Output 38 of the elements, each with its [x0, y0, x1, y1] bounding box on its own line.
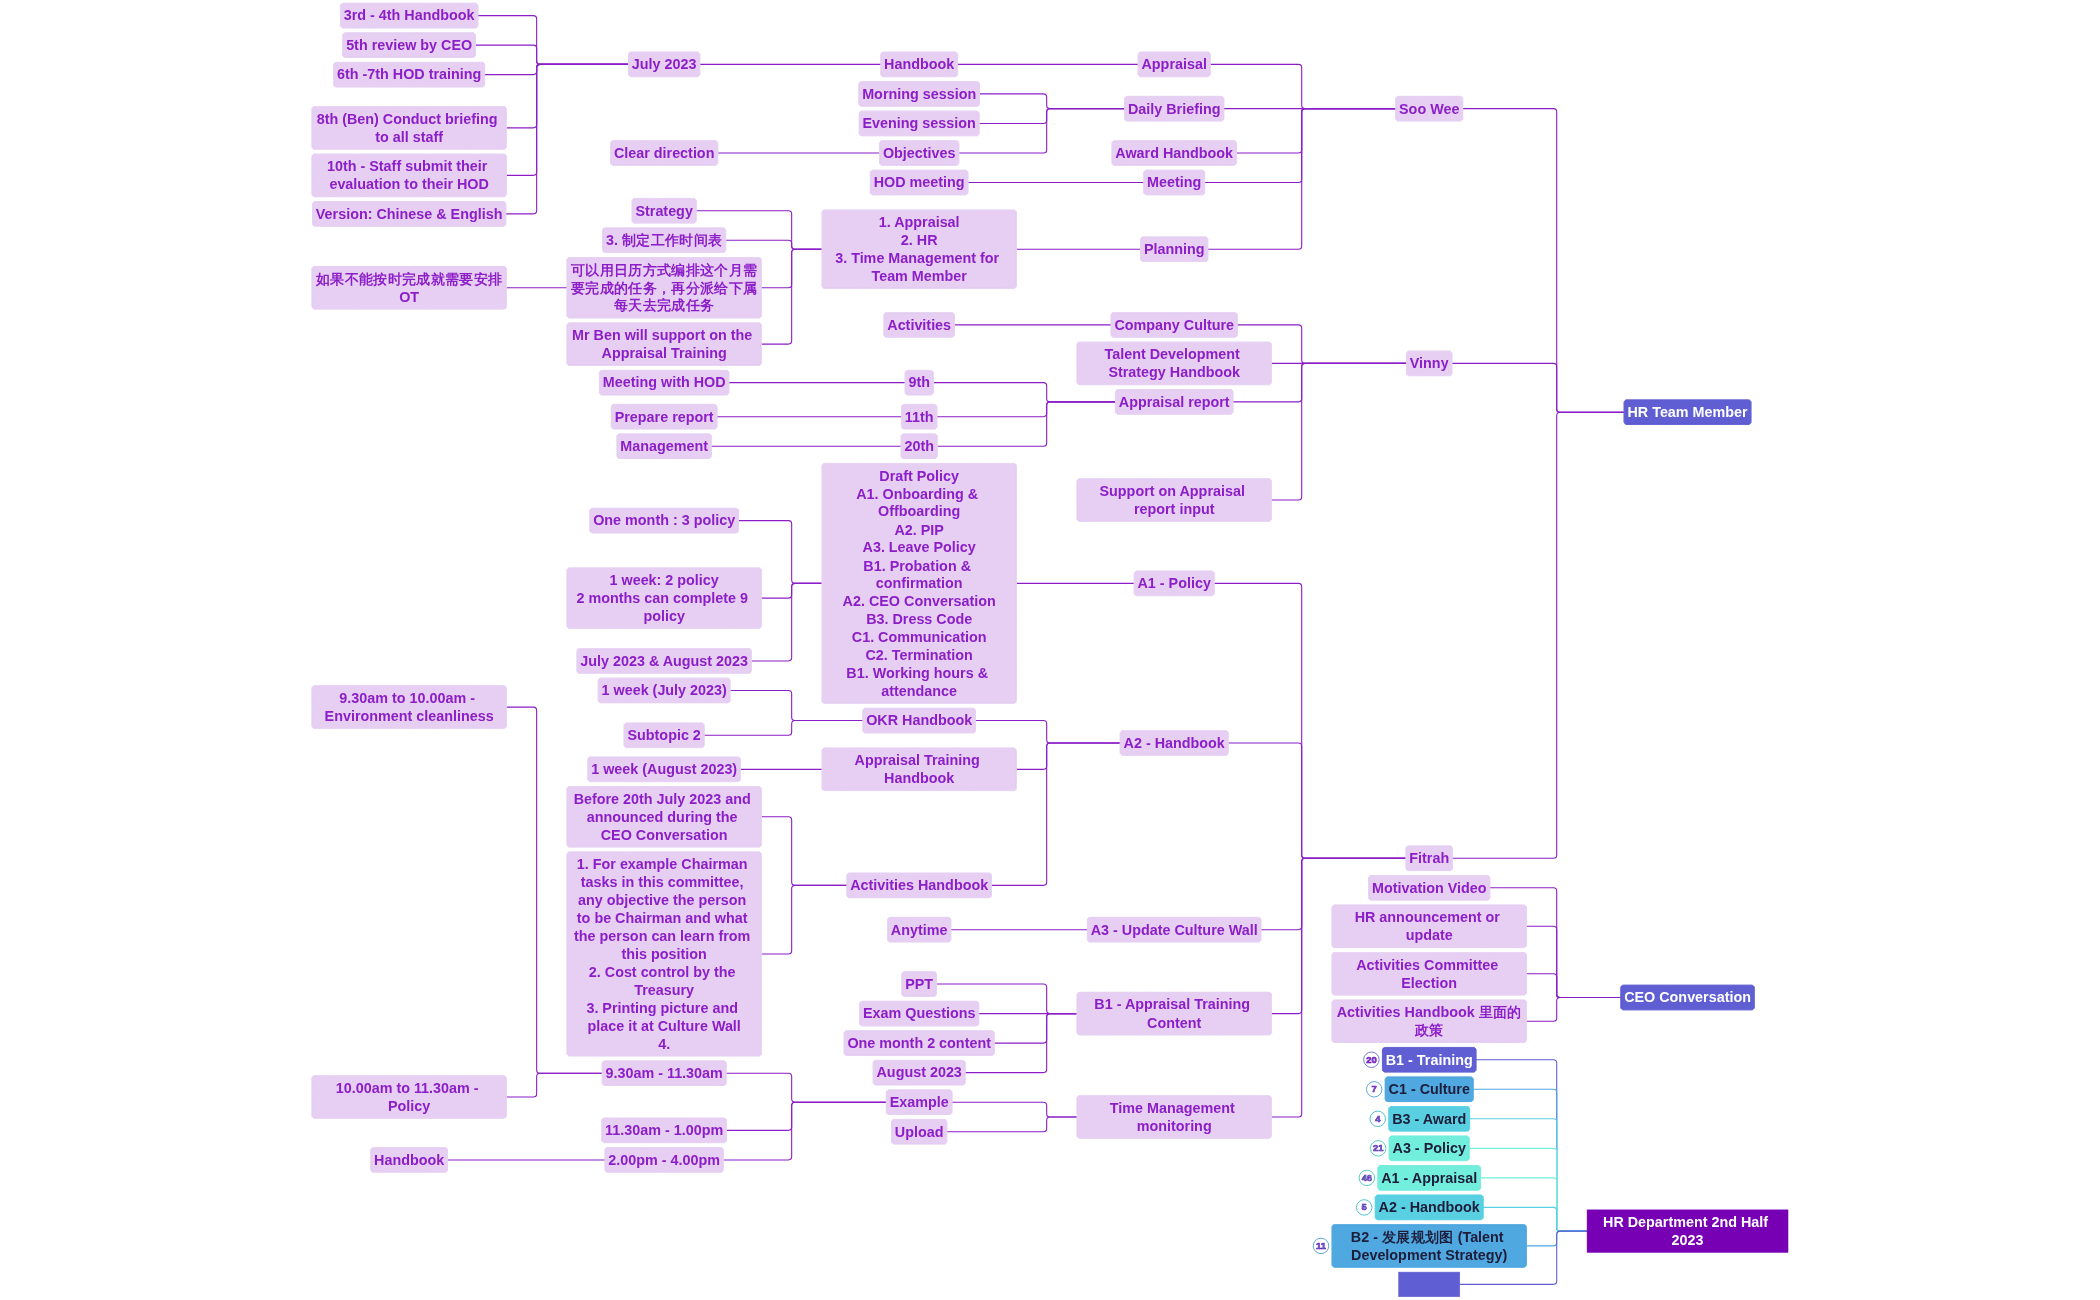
connector — [750, 582, 823, 662]
count-badge: 7 — [1366, 1081, 1383, 1098]
connector — [950, 929, 1088, 931]
connector — [953, 324, 1112, 326]
connector — [1451, 411, 1625, 859]
connector — [1015, 248, 1142, 250]
connector — [1525, 996, 1622, 1022]
connector — [958, 108, 1126, 154]
connector — [936, 401, 1116, 447]
connector — [946, 1116, 1078, 1133]
count-badge: 21 — [1370, 1140, 1387, 1157]
count-badge: 20 — [1363, 1051, 1380, 1068]
connector — [760, 248, 823, 345]
connector — [505, 63, 630, 215]
node-box — [1398, 1271, 1461, 1297]
node-box: HR Department 2nd Half 2023 — [1586, 1209, 1789, 1253]
connector — [964, 1013, 1078, 1074]
count-badge: 11 — [1312, 1237, 1330, 1255]
count-badge: 46 — [1358, 1169, 1375, 1186]
count-badge: 4 — [1369, 1110, 1386, 1127]
connector — [722, 1101, 887, 1161]
connector — [699, 63, 882, 65]
connector — [760, 884, 848, 955]
connector — [505, 1072, 603, 1098]
connector — [1015, 582, 1135, 584]
connector — [505, 287, 568, 289]
connector — [967, 181, 1145, 184]
connector — [703, 720, 864, 736]
connector — [716, 416, 903, 418]
connector — [990, 742, 1121, 886]
connector — [710, 445, 902, 447]
connector — [739, 768, 823, 770]
connector — [1270, 362, 1408, 501]
connector — [1270, 857, 1407, 1118]
connector — [957, 63, 1139, 65]
connector — [1207, 108, 1397, 250]
connector — [728, 382, 906, 384]
count-badge: 5 — [1356, 1199, 1373, 1216]
